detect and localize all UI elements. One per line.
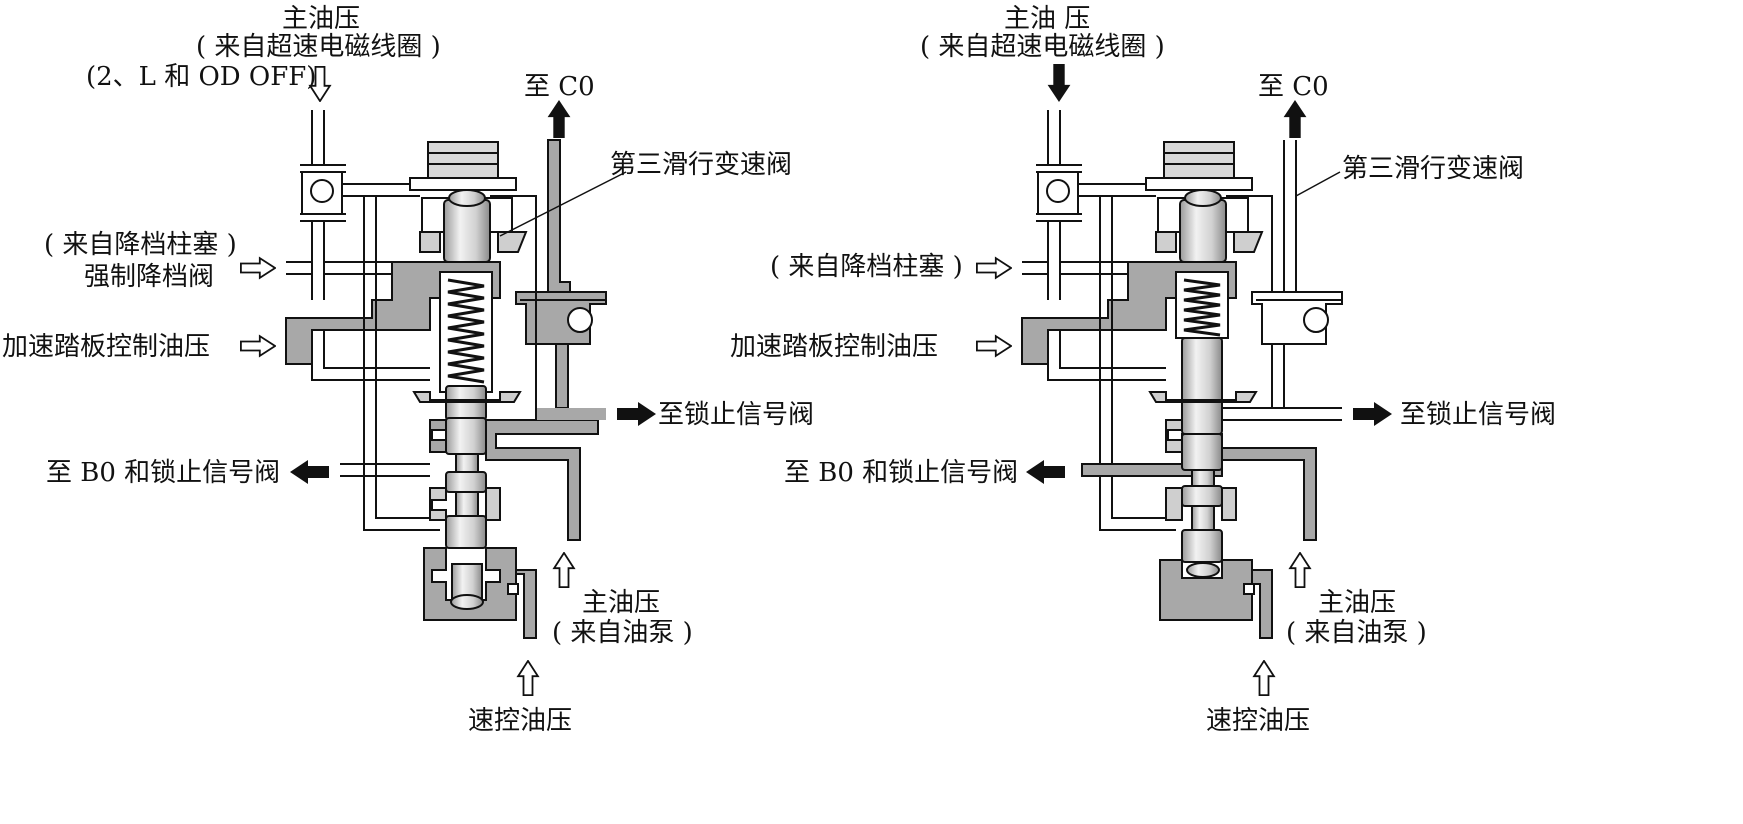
right-main-pressure-label: 主油 压: [1004, 4, 1091, 34]
left-lower-valve-body: [412, 391, 599, 639]
left-throttle-hollow-right-icon: [240, 335, 276, 357]
left-c0-solid-up-icon: [547, 100, 571, 138]
right-to-c0-label: 至 C0: [1258, 72, 1329, 102]
left-third-valve-leader: [499, 171, 627, 237]
right-upper-inlet-passage: [1036, 110, 1176, 300]
left-return-lines: [311, 195, 537, 531]
left-from-kickdown-label: ( 来自降档柱塞 ): [44, 230, 237, 260]
right-return-lines: [1047, 195, 1273, 531]
left-b0-passage: [340, 463, 430, 477]
right-lockup-solid-right-icon: [1353, 402, 1392, 426]
left-range-note-label: (2、L 和 OD OFF): [86, 62, 317, 92]
right-throttle-pressure-label: 加速踏板控制油压: [730, 332, 939, 362]
left-third-valve-label: 第三滑行变速阀: [610, 150, 793, 180]
right-main-pressure-source-label: ( 来自超速电磁线圈 ): [920, 32, 1165, 62]
right-throttle-hollow-right-icon: [976, 335, 1012, 357]
left-governor-hollow-up-icon: [517, 660, 539, 696]
left-governor-pressure-label: 速控油压: [468, 706, 573, 736]
right-to-b0-lockup-label: 至 B0 和锁止信号阀: [784, 458, 1019, 488]
right-kickdown-port: [1022, 261, 1128, 275]
left-main-pressure-source-label: ( 来自超速电磁线圈 ): [196, 32, 441, 62]
right-to-lockup-signal-label: 至锁止信号阀: [1400, 400, 1557, 430]
right-third-valve-label: 第三滑行变速阀: [1342, 154, 1525, 184]
left-pump-hollow-up-icon: [553, 552, 575, 588]
left-lockup-solid-right-icon: [617, 402, 656, 426]
left-to-b0-lockup-label: 至 B0 和锁止信号阀: [46, 458, 281, 488]
right-pump-hollow-up-icon: [1289, 552, 1311, 588]
right-pump-pressure-label: 主油压: [1318, 588, 1397, 618]
right-kickdown-hollow-right-icon: [976, 257, 1012, 279]
right-main-pressure-solid-down-icon: [1047, 64, 1071, 102]
left-kickdown-valve-label: 强制降档阀: [84, 262, 215, 292]
left-upper-inlet-passage: [300, 110, 440, 300]
right-governor-hollow-up-icon: [1253, 660, 1275, 696]
right-lower-valve-body: [1081, 275, 1342, 639]
right-pump-source-label: ( 来自油泵 ): [1286, 618, 1427, 648]
left-c0-passage: [515, 139, 607, 420]
left-throttle-pressure-label: 加速踏板控制油压: [2, 332, 211, 362]
right-third-valve-leader: [1295, 171, 1341, 197]
left-to-c0-label: 至 C0: [524, 72, 595, 102]
right-c0-solid-up-icon: [1283, 100, 1307, 138]
left-to-lockup-signal-label: 至锁止信号阀: [658, 400, 815, 430]
left-pump-pressure-label: 主油压: [582, 588, 661, 618]
right-from-kickdown-label: ( 来自降档柱塞 ): [770, 252, 963, 282]
right-c0-passage: [1251, 140, 1343, 345]
right-governor-pressure-label: 速控油压: [1206, 706, 1311, 736]
left-main-pressure-label: 主油压: [282, 4, 361, 34]
left-valve-diagram: [240, 66, 656, 696]
right-valve-diagram: [976, 64, 1392, 696]
left-spring: [439, 271, 493, 421]
right-spring-compressed: [1175, 271, 1229, 435]
right-b0-solid-left-icon: [1026, 460, 1065, 484]
right-spool-upper: [1145, 141, 1264, 263]
left-pump-source-label: ( 来自油泵 ): [552, 618, 693, 648]
left-b0-solid-left-icon: [290, 460, 329, 484]
left-spool-upper: [409, 141, 528, 263]
left-kickdown-hollow-right-icon: [240, 257, 276, 279]
left-kickdown-port: [286, 261, 392, 275]
